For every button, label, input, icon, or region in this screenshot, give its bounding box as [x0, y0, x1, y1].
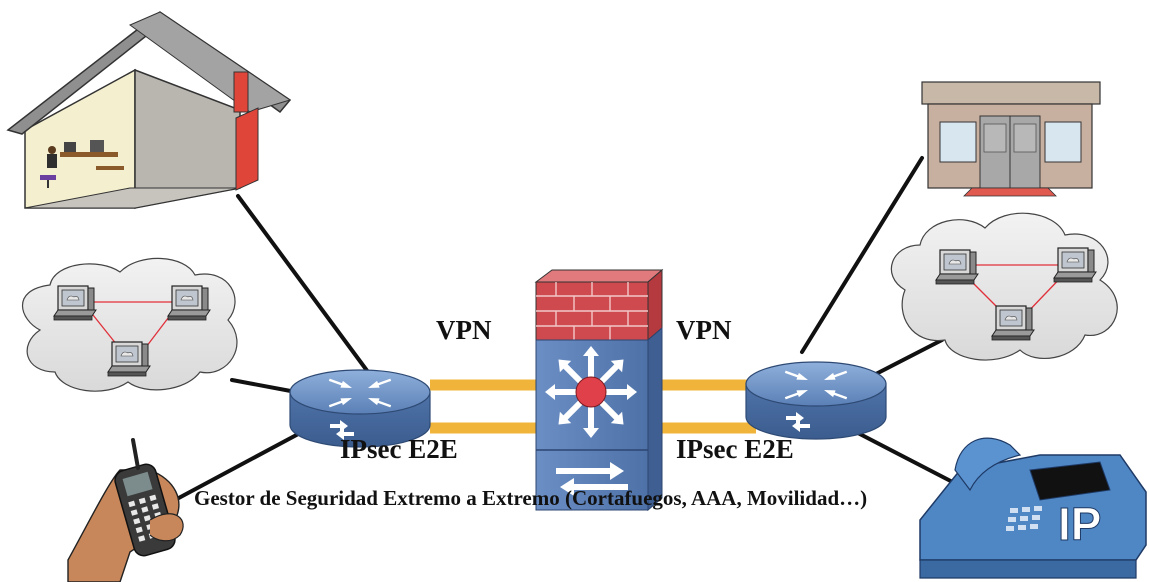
link-cloud-left-router: [230, 378, 298, 394]
diagram-caption: Gestor de Seguridad Extremo a Extremo (C…: [194, 486, 868, 510]
ip-phone-icon: IP: [919, 437, 1147, 579]
vpn-label-left: VPN: [436, 315, 492, 345]
link-shop-router: [800, 156, 924, 354]
mobile-phone-icon: [67, 438, 184, 582]
remote-network-cloud-left: [21, 257, 238, 392]
firewall-security-manager-icon: [534, 268, 664, 512]
ip-phone-label: IP: [1058, 498, 1101, 550]
link-lines: [173, 156, 970, 502]
remote-network-cloud-right: [890, 212, 1118, 361]
branch-office-icon: [921, 81, 1101, 197]
link-ipphone-router: [854, 430, 970, 492]
link-home-router: [236, 194, 370, 374]
vpn-tunnels: [430, 379, 756, 434]
router-left-icon: [289, 369, 431, 448]
link-mobile-router: [173, 430, 304, 502]
ipsec-label-left: IPsec E2E: [340, 434, 458, 464]
link-cloud-right-router: [870, 338, 944, 378]
router-right-icon: [745, 361, 887, 440]
ipsec-label-right: IPsec E2E: [676, 434, 794, 464]
vpn-label-right: VPN: [676, 315, 732, 345]
home-office-icon: [6, 11, 292, 209]
